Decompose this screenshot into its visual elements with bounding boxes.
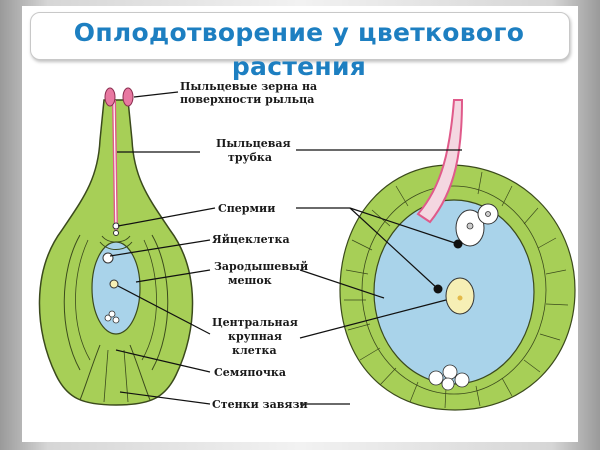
label-central-cell-3: клетка bbox=[232, 344, 277, 357]
pollen-grain bbox=[104, 87, 116, 107]
label-pollen-tube-2: трубка bbox=[228, 151, 272, 164]
central-cell-nucleus bbox=[109, 279, 119, 289]
egg-cell bbox=[102, 252, 114, 264]
label-embryo-sac-1: Зародышевый bbox=[214, 260, 308, 273]
label-pollen-grains-1: Пыльцевые зерна на bbox=[180, 80, 317, 93]
label-pollen-grains-2: поверхности рыльца bbox=[180, 93, 314, 106]
pistil-diagram bbox=[38, 87, 194, 406]
title-box bbox=[30, 12, 570, 60]
label-sperm: Спермии bbox=[218, 202, 275, 215]
label-embryo-sac-2: мешок bbox=[228, 274, 272, 287]
leader-lines bbox=[109, 91, 462, 405]
pollen-grain bbox=[122, 87, 134, 107]
ovule-diagram bbox=[339, 99, 576, 411]
label-ovule: Семяпочка bbox=[214, 366, 286, 379]
pollen-tube-right bbox=[416, 99, 464, 224]
sperm-cell bbox=[113, 230, 119, 236]
label-egg-cell: Яйцеклетка bbox=[212, 233, 290, 246]
label-ovary-walls: Стенки завязи bbox=[212, 398, 308, 411]
label-pollen-tube-1: Пыльцевая bbox=[216, 137, 291, 150]
label-central-cell-1: Центральная bbox=[212, 316, 298, 329]
page-title: Оплодотворение у цветкового растения bbox=[73, 18, 525, 81]
label-central-cell-2: крупная bbox=[228, 330, 282, 343]
